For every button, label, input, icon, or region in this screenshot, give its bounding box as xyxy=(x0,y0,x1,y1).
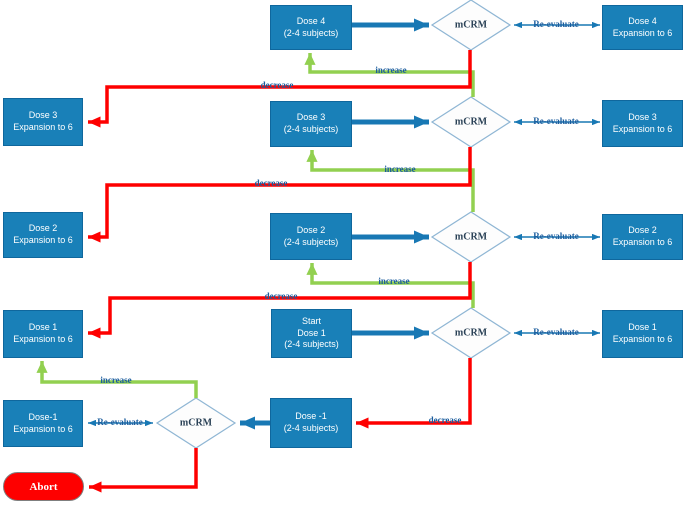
re-evaluate-label-5: Re-evaluate xyxy=(97,417,143,427)
node-left-dose1-expansion: Dose 1 Expansion to 6 xyxy=(3,310,83,358)
re-evaluate-label-4: Re-evaluate xyxy=(533,327,579,337)
node-label: (2-4 subjects) xyxy=(283,423,339,433)
decrease-label-4: decrease xyxy=(428,415,462,425)
re-evaluate-label-1: Re-evaluate xyxy=(533,19,579,29)
mcrm-label-dose4: mCRM xyxy=(454,19,488,31)
node-label: Expansion to 6 xyxy=(612,27,673,38)
node-label: Expansion to 6 xyxy=(13,423,73,434)
re-evaluate-label-2: Re-evaluate xyxy=(533,116,579,126)
node-dose2: Dose 2 (2-4 subjects) xyxy=(270,213,352,260)
node-label: Expansion to 6 xyxy=(13,334,73,344)
node-label: Dose 3 xyxy=(628,111,657,122)
node-dose3: Dose 3 (2-4 subjects) xyxy=(270,101,352,147)
node-abort: Abort xyxy=(3,472,84,501)
node-right-dose3-expansion: Dose 3 Expansion to 6 xyxy=(602,100,683,147)
increase-edge-to-dose2 xyxy=(306,263,475,308)
node-right-dose2-expansion: Dose 2 Expansion to 6 xyxy=(602,214,683,260)
node-left-dose-minus1-expansion: Dose-1 Expansion to 6 xyxy=(3,400,83,447)
node-left-dose3-expansion: Dose 3 Expansion to 6 xyxy=(3,98,83,146)
node-label: Dose 3 xyxy=(28,110,58,121)
node-label: Start xyxy=(301,315,321,326)
decrease-edge-to-dose3-expansion xyxy=(87,50,472,128)
node-label: (2-4 subjects) xyxy=(284,339,339,350)
node-label: Expansion to 6 xyxy=(612,334,673,344)
node-label: Dose 1 xyxy=(28,322,58,333)
mcrm-label-dose2: mCRM xyxy=(454,231,488,243)
increase-label-1: increase xyxy=(375,65,407,75)
node-start-dose1: Start Dose 1 (2-4 subjects) xyxy=(271,309,352,358)
decrease-edge-to-dose-minus1 xyxy=(355,358,472,429)
increase-edge-to-dose4 xyxy=(304,53,475,97)
node-label: (2-4 subjects) xyxy=(283,27,339,38)
decrease-label-3: decrease xyxy=(264,291,298,301)
node-label: Dose 4 xyxy=(628,15,657,26)
node-left-dose2-expansion: Dose 2 Expansion to 6 xyxy=(3,212,83,258)
mcrm-label-dose3: mCRM xyxy=(454,116,488,128)
node-right-dose4-expansion: Dose 4 Expansion to 6 xyxy=(602,5,683,50)
node-label: Dose 2 xyxy=(296,224,326,235)
decrease-label-1: decrease xyxy=(260,80,294,90)
node-label: Expansion to 6 xyxy=(13,122,73,132)
node-label: Dose -1 xyxy=(295,411,327,422)
increase-label-3: increase xyxy=(378,276,410,286)
abort-label: Abort xyxy=(29,480,58,493)
node-label: Expansion to 6 xyxy=(612,123,673,134)
node-label: Expansion to 6 xyxy=(13,235,73,245)
node-dose4: Dose 4 (2-4 subjects) xyxy=(270,5,352,50)
node-label: Dose 2 xyxy=(28,223,58,234)
decrease-label-2: decrease xyxy=(254,178,288,188)
node-label: Dose 1 xyxy=(628,322,657,333)
abort-edge xyxy=(88,448,198,493)
node-label: Dose 3 xyxy=(296,112,326,123)
node-dose-minus1: Dose -1 (2-4 subjects) xyxy=(270,398,352,448)
increase-edge-to-dose3 xyxy=(306,150,475,212)
node-label: Dose 4 xyxy=(296,15,326,26)
increase-edge-to-dose1-expansion xyxy=(36,361,198,398)
node-label: (2-4 subjects) xyxy=(283,124,339,134)
node-label: (2-4 subjects) xyxy=(283,236,339,247)
increase-label-2: increase xyxy=(384,164,416,174)
decrease-edge-to-dose1-expansion xyxy=(87,262,472,339)
node-label: Dose 2 xyxy=(628,225,657,236)
node-right-dose1-expansion: Dose 1 Expansion to 6 xyxy=(602,310,683,358)
re-evaluate-label-3: Re-evaluate xyxy=(533,231,579,241)
mcrm-label-dose-minus1: mCRM xyxy=(179,417,213,429)
decrease-edge-to-dose2-expansion xyxy=(87,147,472,243)
increase-label-4: increase xyxy=(100,375,132,385)
node-label: Expansion to 6 xyxy=(612,237,673,247)
mcrm-label-dose1: mCRM xyxy=(454,327,488,339)
node-label: Dose-1 xyxy=(28,411,58,422)
node-label: Dose 1 xyxy=(297,327,326,338)
